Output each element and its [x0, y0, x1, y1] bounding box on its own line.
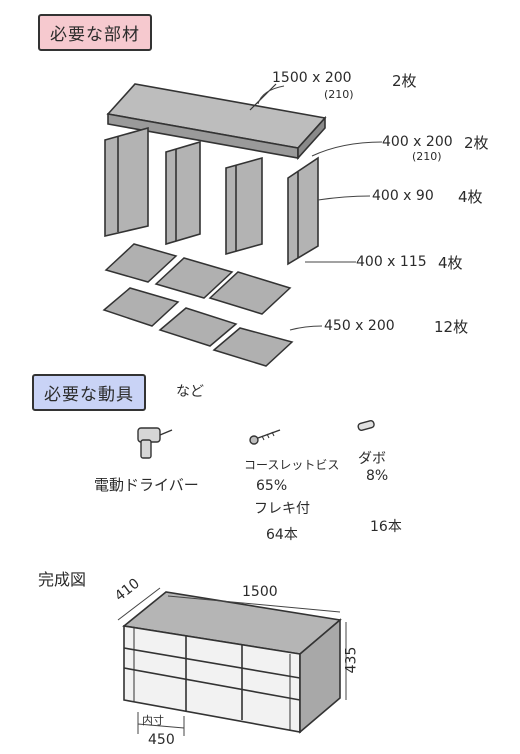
part-3-qty: 4枚 — [458, 188, 483, 206]
part-1-size: 1500 x 200 — [272, 70, 352, 86]
part-4-size: 400 x 115 — [356, 254, 427, 270]
complete-width: 1500 — [242, 584, 278, 600]
dimension-lines — [117, 587, 347, 736]
vertical-boards — [104, 126, 319, 266]
inner-label: 内寸 — [142, 714, 164, 727]
part-2-qty: 2枚 — [464, 134, 489, 152]
inner-value: 450 — [148, 732, 175, 748]
part-1-qty: 2枚 — [392, 72, 417, 90]
part-5-size: 450 x 200 — [324, 318, 395, 334]
part-2-size: 400 x 200 — [382, 134, 453, 150]
parts-header: 必要な部材 — [38, 14, 152, 51]
part-1-note: (210) — [324, 88, 354, 101]
screw-icon — [249, 429, 281, 445]
tools-header-suffix: など — [176, 384, 204, 400]
shelf-boards — [102, 243, 294, 367]
driver-label: 電動ドライバー — [94, 476, 199, 494]
complete-height: 435 — [343, 646, 360, 674]
part-3-size: 400 x 90 — [372, 188, 434, 204]
dowel-name: ダボ — [358, 451, 386, 467]
screw-note: フレキ付 — [254, 501, 310, 517]
dowel-count: 16本 — [370, 519, 402, 535]
top-board — [106, 83, 327, 161]
tools-header: 必要な動具 — [32, 374, 146, 411]
complete-header: 完成図 — [38, 570, 87, 589]
leader-lines — [257, 85, 383, 331]
completed-shelf — [122, 591, 342, 734]
dowel-icon — [357, 420, 375, 431]
part-4-qty: 4枚 — [438, 254, 463, 272]
screw-name: コースレットビス — [244, 458, 340, 472]
screw-size: 65% — [256, 478, 288, 494]
part-5-qty: 12枚 — [434, 318, 469, 336]
drill-icon — [137, 427, 173, 459]
dowel-size: 8% — [366, 468, 389, 484]
screw-count: 64本 — [266, 527, 298, 543]
part-2-note: (210) — [412, 150, 442, 163]
